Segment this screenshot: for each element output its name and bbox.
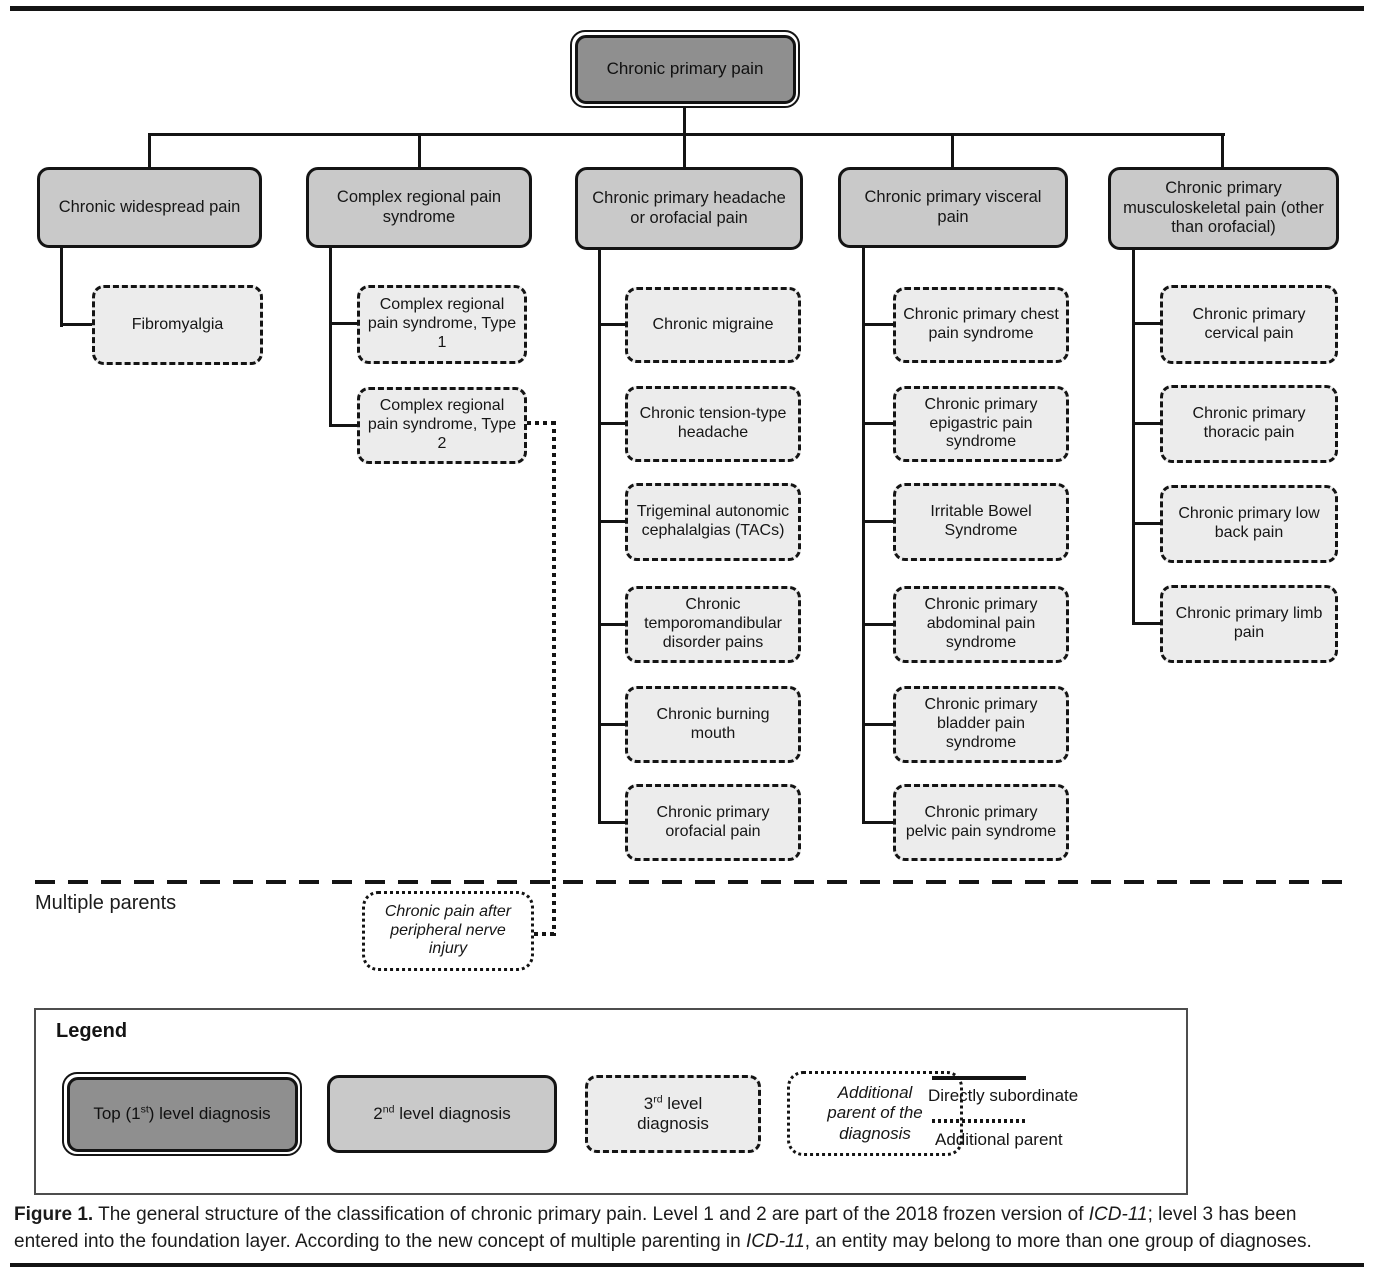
dotted-connector-vertical (552, 421, 556, 936)
figure-caption: Figure 1. The general structure of the c… (14, 1204, 1312, 1252)
node-chronic-primary-low-back-pain: Chronic primary low back pain (1160, 485, 1338, 563)
node-chronic-burning-mouth: Chronic burning mouth (625, 686, 801, 763)
node-chronic-pain-after-peripheral-nerve-injury: Chronic pain after peripheral nerve inju… (362, 891, 534, 971)
branch-chest (862, 323, 893, 326)
connector-stub-widespread (148, 133, 151, 168)
trunk-visceral (862, 247, 865, 824)
branch-tension (598, 422, 625, 425)
trunk-musculoskeletal (1132, 249, 1135, 624)
node-chronic-primary-cervical-pain: Chronic primary cervical pain (1160, 285, 1338, 364)
connector-stub-musculoskeletal (1221, 133, 1224, 168)
top-page-rule (10, 6, 1364, 11)
legend-level1-sample: Top (1st) level diagnosis (62, 1072, 302, 1156)
multiple-parents-label: Multiple parents (35, 892, 177, 914)
connector-root-vertical (683, 107, 686, 135)
branch-fibromyalgia (60, 323, 92, 326)
node-chronic-primary-limb-pain: Chronic primary limb pain (1160, 585, 1338, 663)
node-crps-type-1: Complex regional pain syndrome, Type 1 (357, 285, 527, 364)
node-chronic-primary-visceral-pain: Chronic primary visceral pain (838, 167, 1068, 248)
node-crps-type-2: Complex regional pain syndrome, Type 2 (357, 387, 527, 464)
multiple-parents-divider (35, 880, 1345, 884)
trunk-widespread (60, 247, 63, 327)
branch-orofacial (598, 821, 625, 824)
connector-stub-crps (418, 133, 421, 168)
connector-stub-visceral (951, 133, 954, 168)
node-chronic-tension-type-headache: Chronic tension-type headache (625, 386, 801, 462)
branch-burning-mouth (598, 723, 625, 726)
connector-stub-headache (683, 133, 686, 168)
branch-pelvic (862, 821, 893, 824)
branch-thoracic (1132, 422, 1160, 425)
branch-epigastric (862, 422, 893, 425)
node-chronic-primary-orofacial-pain: Chronic primary orofacial pain (625, 784, 801, 861)
node-chronic-migraine: Chronic migraine (625, 287, 801, 363)
branch-tmd (598, 623, 625, 626)
legend-solid-line-sample (932, 1076, 1026, 1080)
legend-dotted-line-sample (932, 1119, 1026, 1123)
legend-level1-label: Top (1st) level diagnosis (66, 1076, 298, 1152)
legend-directly-subordinate-label: Directly subordinate (928, 1086, 1079, 1105)
branch-crps-type2 (329, 424, 357, 427)
node-chronic-primary-musculoskeletal-pain: Chronic primary musculoskeletal pain (ot… (1108, 167, 1339, 250)
node-irritable-bowel-syndrome: Irritable Bowel Syndrome (893, 483, 1069, 561)
branch-low-back (1132, 522, 1160, 525)
branch-limb (1132, 622, 1160, 625)
node-trigeminal-autonomic-cephalalgias: Trigeminal autonomic cephalalgias (TACs) (625, 483, 801, 561)
dotted-connector-to-node (534, 932, 557, 936)
node-fibromyalgia: Fibromyalgia (92, 285, 263, 365)
branch-abdominal (862, 623, 893, 626)
branch-cervical (1132, 322, 1160, 325)
node-chronic-widespread-pain: Chronic widespread pain (37, 167, 262, 248)
branch-bladder (862, 723, 893, 726)
node-chronic-temporomandibular-disorder-pains: Chronic temporomandibular disorder pains (625, 586, 801, 663)
dotted-connector-from-type2 (527, 421, 557, 425)
node-chronic-primary-headache-or-orofacial-pain: Chronic primary headache or orofacial pa… (575, 167, 803, 250)
branch-migraine (598, 323, 625, 326)
node-chronic-primary-abdominal-pain-syndrome: Chronic primary abdominal pain syndrome (893, 586, 1069, 663)
node-chronic-primary-pelvic-pain-syndrome: Chronic primary pelvic pain syndrome (893, 784, 1069, 861)
node-chronic-primary-thoracic-pain: Chronic primary thoracic pain (1160, 385, 1338, 463)
node-chronic-primary-epigastric-pain-syndrome: Chronic primary epigastric pain syndrome (893, 386, 1069, 462)
branch-tacs (598, 520, 625, 523)
node-chronic-primary-chest-pain-syndrome: Chronic primary chest pain syndrome (893, 287, 1069, 363)
branch-ibs (862, 520, 893, 523)
branch-crps-type1 (329, 322, 357, 325)
node-chronic-primary-pain: Chronic primary pain (570, 30, 800, 108)
legend-title: Legend (56, 1020, 128, 1042)
legend-level2-sample: 2nd level diagnosis (327, 1075, 557, 1153)
connector-top-horizontal (148, 133, 1225, 136)
node-chronic-primary-pain-label: Chronic primary pain (574, 34, 796, 104)
bottom-page-rule (10, 1263, 1364, 1267)
legend-additional-parent-label: Additional parent (935, 1130, 1063, 1149)
node-complex-regional-pain-syndrome: Complex regional pain syndrome (306, 167, 532, 248)
trunk-crps (329, 247, 332, 427)
trunk-headache (598, 249, 601, 824)
node-chronic-primary-bladder-pain-syndrome: Chronic primary bladder pain syndrome (893, 686, 1069, 763)
